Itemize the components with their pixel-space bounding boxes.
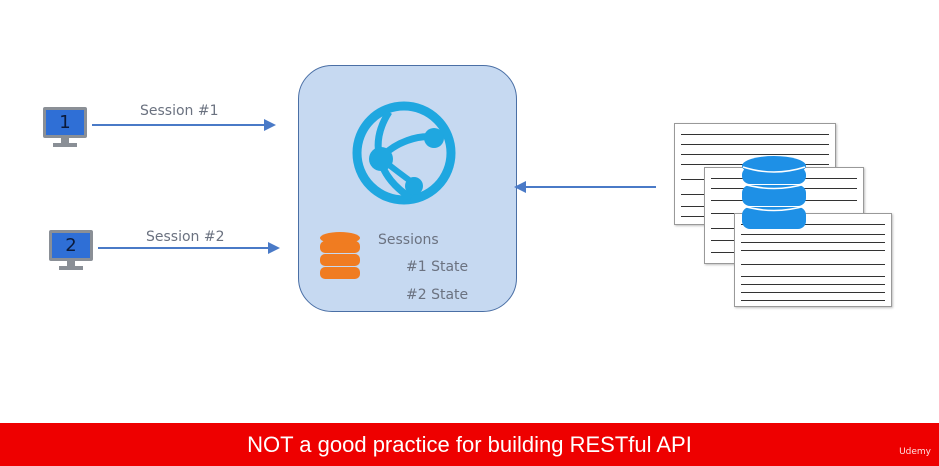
web-server-box: Sessions #1 State #2 State	[298, 65, 517, 312]
client-1-monitor-icon: 1	[41, 106, 89, 148]
client-1-number: 1	[59, 112, 71, 133]
udemy-brand: Udemy	[899, 447, 931, 457]
data-store-database-icon	[742, 156, 806, 229]
web-app-globe-icon	[352, 101, 456, 205]
client-2-monitor-icon: 2	[47, 229, 95, 271]
warning-banner: NOT a good practice for building RESTful…	[0, 423, 939, 466]
sessions-title: Sessions	[378, 232, 439, 248]
datastore-to-server-arrow	[514, 181, 656, 193]
client-2-number: 2	[65, 235, 77, 256]
banner-text: NOT a good practice for building RESTful…	[247, 432, 692, 457]
session-1-label: Session #1	[140, 103, 219, 119]
session-state-1: #1 State	[406, 259, 469, 275]
session-1-arrow	[92, 119, 276, 131]
session-database-icon	[320, 232, 360, 279]
session-state-2: #2 State	[406, 287, 469, 303]
session-2-arrow	[98, 242, 280, 254]
session-2-label: Session #2	[146, 229, 225, 245]
